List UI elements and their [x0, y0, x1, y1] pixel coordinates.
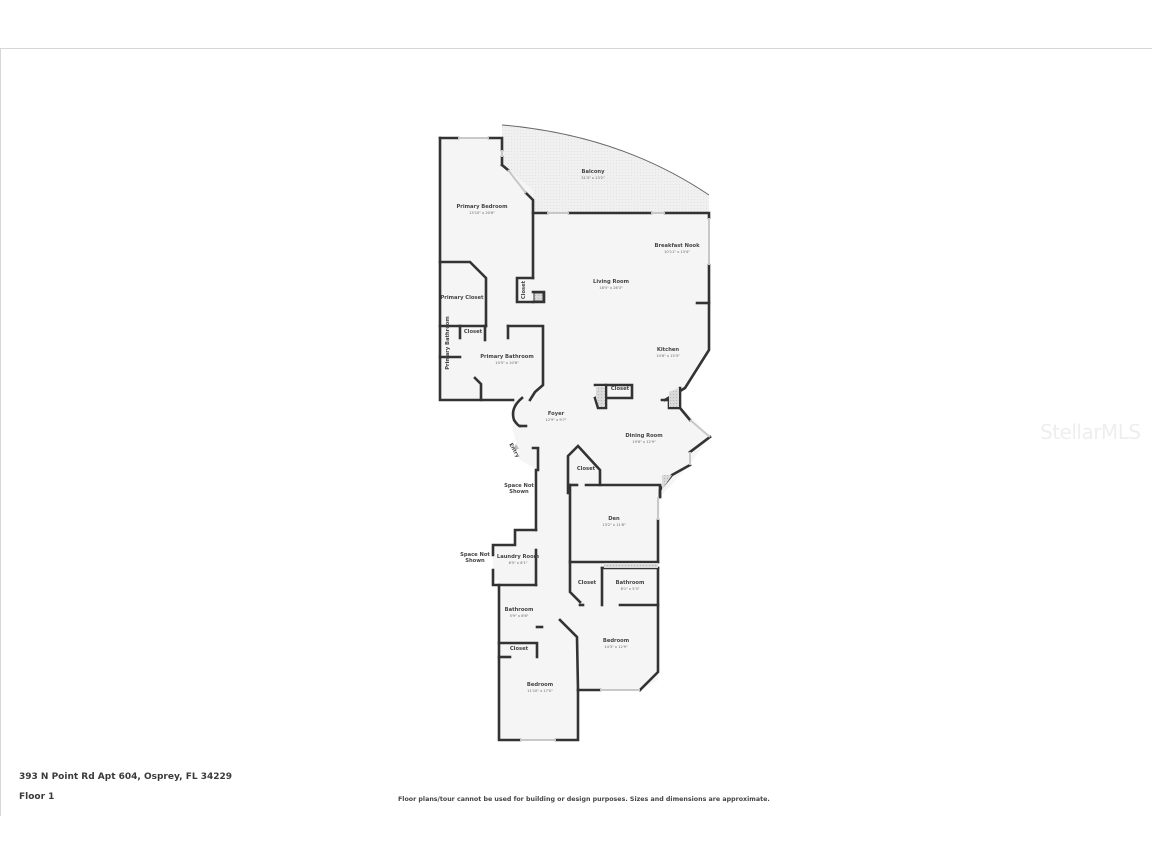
room-breakfast-nook: Breakfast Nook 10'11" x 13'4" [654, 242, 700, 254]
room-name: Closet [610, 386, 630, 393]
room-den: Den 13'2" x 11'6" [602, 515, 626, 527]
room-space-not-shown-1: Space Not Shown [504, 483, 534, 496]
room-name: Primary Bedroom [456, 203, 508, 210]
room-kitchen: Kitchen 10'6" x 15'3" [656, 346, 680, 358]
room-bathroom-west: Bathroom 5'9" x 8'6" [504, 606, 534, 618]
listing-address: 393 N Point Rd Apt 604, Osprey, FL 34229 [19, 772, 233, 782]
room-primary-closet: Primary Closet [440, 295, 484, 302]
room-closet-center: Closet [610, 386, 630, 393]
room-name: Space Not Shown [504, 483, 534, 495]
room-dimensions: 31'3" x 13'2" [581, 175, 605, 180]
room-name: Bedroom [526, 681, 554, 688]
room-dimensions: 11'10" x 17'0" [527, 688, 553, 693]
room-dimensions: 6'5" x 6'1" [508, 560, 528, 565]
room-name: Bedroom [602, 637, 630, 644]
room-name: Closet [577, 580, 597, 587]
room-name: Living Room [593, 278, 629, 285]
room-closet-bedroom-west: Closet [509, 646, 529, 653]
room-foyer: Foyer 12'9" x 9'7" [545, 410, 567, 422]
entry-arrow-icon [513, 444, 519, 449]
room-primary-bathroom: Primary Bathroom 10'5" x 10'6" [480, 353, 534, 365]
room-name: Bathroom [504, 606, 534, 613]
room-name: Laundry Room [496, 553, 540, 560]
floor-fill [440, 138, 710, 740]
room-name: Primary Bathroom [480, 353, 534, 360]
room-bathroom-east: Bathroom 8'1" x 5'3" [615, 579, 645, 591]
room-laundry-room: Laundry Room 6'5" x 6'1" [496, 553, 540, 565]
watermark: StellarMLS [1040, 420, 1141, 444]
room-dimensions: 19'6" x 12'9" [632, 439, 656, 444]
balcony-area [502, 125, 709, 213]
room-closet-dining: Closet [576, 466, 596, 473]
room-dimensions: 8'1" x 5'3" [620, 586, 640, 591]
room-name: Breakfast Nook [654, 242, 700, 249]
room-closet-hall: Closet [577, 580, 597, 587]
room-dimensions: 13'10" x 20'6" [469, 210, 495, 215]
room-name: Foyer [547, 410, 565, 417]
room-name: Space Not Shown [460, 552, 490, 564]
room-primary-bathroom-small: Primary Bathroom [445, 316, 452, 370]
room-closet-living: Closet [521, 280, 528, 300]
room-dimensions: 13'2" x 11'6" [602, 522, 626, 527]
room-name: Closet [463, 329, 483, 336]
room-name: Primary Bathroom [445, 316, 452, 370]
room-dimensions: 18'5" x 26'3" [599, 285, 623, 290]
room-dimensions: 12'9" x 9'7" [545, 417, 567, 422]
room-name: Den [608, 515, 620, 522]
room-name: Bathroom [615, 579, 645, 586]
room-name: Primary Closet [440, 295, 484, 302]
room-name: Kitchen [656, 346, 680, 353]
room-name: Closet [509, 646, 529, 653]
disclaimer: Floor plans/tour cannot be used for buil… [398, 796, 770, 803]
room-dimensions: 10'5" x 10'6" [495, 360, 519, 365]
room-dining-room: Dining Room 19'6" x 12'9" [625, 432, 663, 444]
room-living-room: Living Room 18'5" x 26'3" [593, 278, 629, 290]
room-name: Closet [521, 280, 528, 300]
balcony-rail [501, 124, 710, 196]
room-dimensions: 10'11" x 13'4" [664, 249, 690, 254]
room-dimensions: 10'6" x 15'3" [656, 353, 680, 358]
room-name: Dining Room [625, 432, 663, 439]
room-name: Closet [576, 466, 596, 473]
room-space-not-shown-2: Space Not Shown [460, 552, 490, 565]
room-dimensions: 14'3" x 12'9" [604, 644, 628, 649]
room-bedroom-east: Bedroom 14'3" x 12'9" [602, 637, 630, 649]
room-dimensions: 5'9" x 8'6" [509, 613, 529, 618]
floor-label: Floor 1 [19, 792, 55, 802]
room-name: Balcony [581, 168, 605, 175]
room-bedroom-west: Bedroom 11'10" x 17'0" [526, 681, 554, 693]
room-closet-primary-bath: Closet [463, 329, 483, 336]
room-balcony: Balcony 31'3" x 13'2" [581, 168, 605, 180]
room-primary-bedroom: Primary Bedroom 13'10" x 20'6" [456, 203, 508, 215]
